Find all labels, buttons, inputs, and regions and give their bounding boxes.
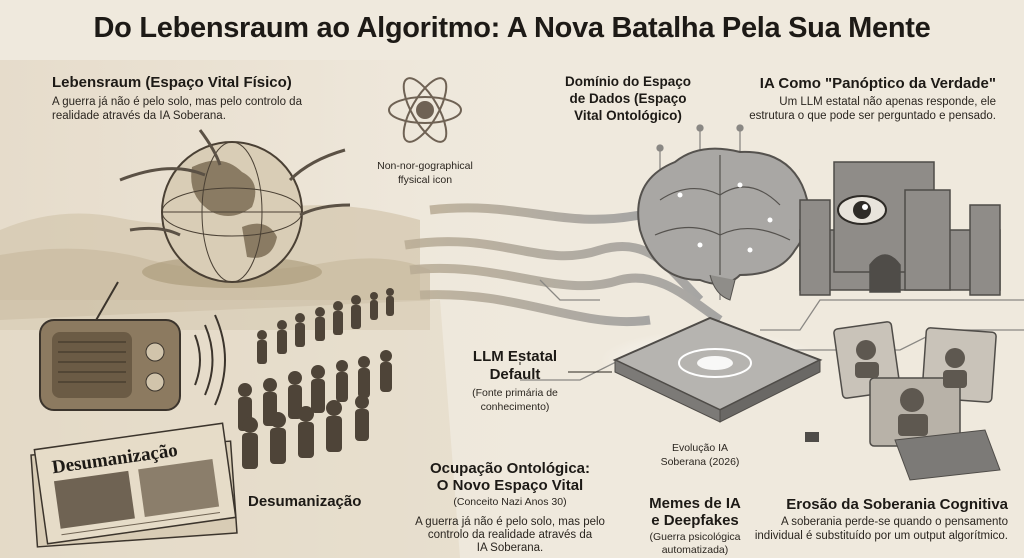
memes-sub-1: (Guerra psicológica — [649, 531, 741, 543]
radio — [39, 281, 181, 411]
desumanizacao-label: Desumanização — [248, 493, 362, 510]
memes-line-1: Memes de IA — [649, 495, 741, 512]
llm-sub-2: conhecimento) — [480, 401, 550, 413]
llm-line-2: Default — [489, 366, 541, 383]
dominio-line-1: Domínio do Espaço — [564, 74, 691, 89]
globe-arrows — [119, 129, 351, 237]
dominio-line-3: Vital Ontológico) — [574, 108, 682, 123]
erosao-heading: Erosão da Soberania Cognitiva — [786, 496, 1008, 513]
lebensraum-line-2: realidade através da IA Soberana. — [52, 110, 226, 122]
leader-lines — [519, 362, 612, 373]
crowd — [238, 288, 394, 469]
ocupacao-body-3: IA Soberana. — [476, 542, 544, 554]
memes-line-2: e Deepfakes — [651, 512, 739, 529]
erosao-line-2: individual é substituído por um output a… — [754, 530, 1008, 542]
llm-sub-1: (Fonte primária de — [472, 387, 558, 399]
evolucao-line-1: Evolução IA — [671, 442, 729, 454]
brain — [637, 147, 810, 301]
icon-caption-line-2: ffysical icon — [397, 174, 453, 186]
ocupacao-sub: (Conceito Nazi Anos 30) — [453, 496, 567, 508]
icon-caption-line-1: Non-nor-gographical — [377, 160, 473, 172]
memes-sub-2: automatizada) — [661, 544, 729, 556]
llm-chip — [600, 316, 823, 442]
ocupacao-line-2: O Novo Espaço Vital — [436, 477, 584, 494]
page-title: Do Lebensraum ao Algoritmo: A Nova Batal… — [93, 12, 931, 44]
globe — [142, 141, 322, 288]
newspapers: Desumanização — [30, 422, 238, 548]
ocupacao-body-2: controlo da realidade através da — [427, 529, 593, 541]
castle-eye-icon — [837, 195, 887, 225]
deepfake-screens — [833, 321, 1001, 481]
panoptico-line-1: Um LLM estatal não apenas responde, ele — [779, 96, 996, 108]
llm-line-1: LLM Estatal — [472, 348, 558, 365]
atom-icon — [388, 77, 462, 143]
ocupacao-body-1: A guerra já não é pelo solo, mas pelo — [415, 516, 605, 528]
castle — [799, 161, 1001, 296]
dominio-line-2: de Dados (Espaço — [569, 91, 687, 106]
erosao-line-1: A soberania perde-se quando o pensamento — [781, 516, 1008, 528]
evolucao-line-2: Soberana (2026) — [660, 456, 740, 468]
radio-waves — [194, 314, 226, 406]
panoptico-line-2: estrutura o que pode ser perguntado e pe… — [749, 110, 996, 122]
lebensraum-heading: Lebensraum (Espaço Vital Físico) — [52, 74, 292, 91]
panoptico-heading: IA Como "Panóptico da Verdade" — [759, 75, 996, 92]
lebensraum-line-1: A guerra já não é pelo solo, mas pelo co… — [52, 96, 302, 108]
ocupacao-line-1: Ocupação Ontológica: — [429, 460, 591, 477]
tablet — [894, 429, 1001, 481]
